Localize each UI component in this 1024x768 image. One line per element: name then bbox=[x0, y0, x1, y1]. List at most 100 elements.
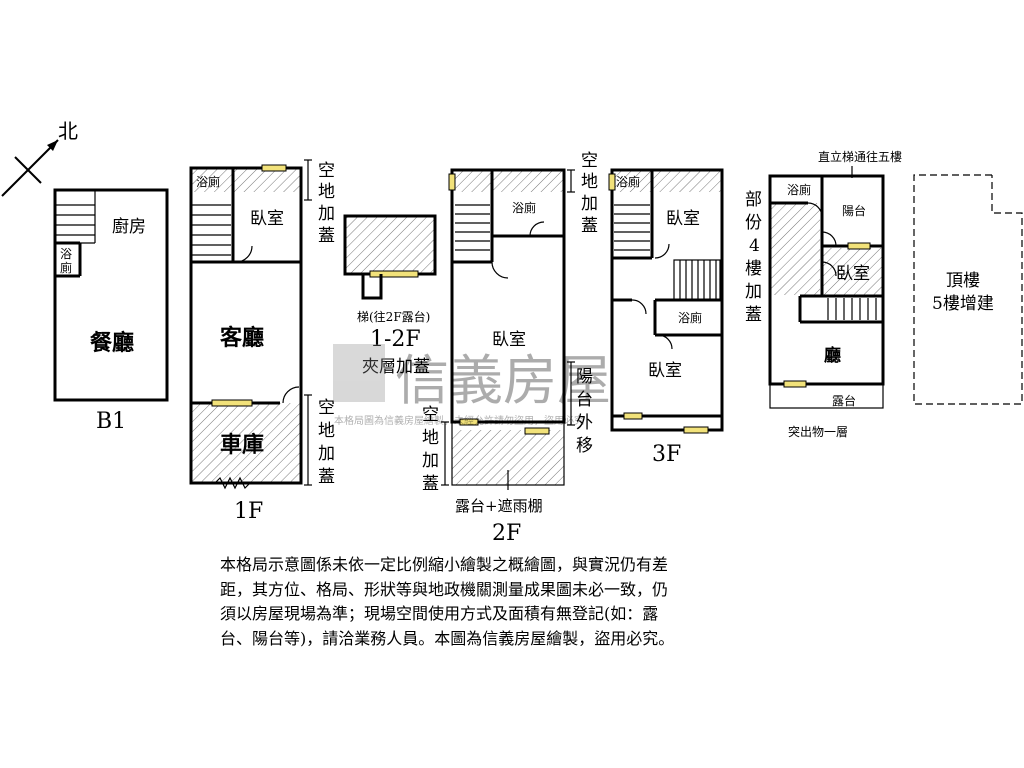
3f-bath-mid-label: 浴廁 bbox=[678, 310, 702, 325]
4f-door-arc-2 bbox=[821, 231, 837, 247]
1f-side-top-3: 蓋 bbox=[318, 226, 335, 246]
3f-window-side bbox=[608, 173, 616, 191]
compass: 北 bbox=[1, 119, 78, 197]
4f-side-partial-1: 份 bbox=[745, 213, 762, 233]
4f-hatched-bedroom bbox=[822, 248, 882, 296]
floor-1f: 浴廁 臥室 客廳 車庫 1F 空 地 加 蓋 空 地 加 蓋 bbox=[189, 159, 335, 524]
mezz-stair-box bbox=[361, 274, 383, 300]
4f-hatched-left bbox=[770, 203, 820, 295]
1f-side-bottom-2: 加 bbox=[318, 444, 335, 464]
floor-2f: 浴廁 臥室 露台+遮雨棚 2F 空 地 加 蓋 空 地 加 蓋 陽 台 外 移 bbox=[422, 151, 598, 546]
watermark-fine-print: 本格局圖為信義房屋繪製，未經允許請勿盜用，盜用必究 bbox=[334, 414, 584, 427]
compass-arrow bbox=[1, 139, 59, 197]
2f-hatched-front bbox=[452, 170, 564, 192]
4f-protrusion-label: 突出物一層 bbox=[788, 424, 848, 439]
3f-stairs-lower bbox=[673, 259, 721, 301]
2f-balcony-moved-0: 陽 bbox=[576, 367, 593, 387]
roof-dashed-outline bbox=[913, 174, 1023, 405]
b1-bath-label-bottom: 廁 bbox=[60, 260, 72, 275]
4f-terrace-outline bbox=[769, 383, 884, 409]
1f-hatched-front bbox=[191, 168, 301, 192]
4f-side-partial-0: 部 bbox=[745, 190, 762, 210]
b1-dining-label: 餐廳 bbox=[90, 330, 134, 356]
mezz-stair-note: 梯(往2F露台) bbox=[357, 309, 430, 324]
2f-door-arc-2 bbox=[491, 261, 509, 279]
1f-garage-hatched bbox=[191, 403, 301, 483]
3f-floor-label: 3F bbox=[652, 442, 681, 467]
3f-window-bottom-right bbox=[683, 426, 709, 434]
floor-b1: 廚房 浴 廁 餐廳 B1 bbox=[53, 188, 169, 434]
2f-window-bottom-left bbox=[459, 418, 479, 426]
watermark: 信義房屋 本格局圖為信義房屋繪製，未經允許請勿盜用，盜用必究 bbox=[333, 344, 611, 427]
1f-bedroom-label: 臥室 bbox=[250, 209, 284, 229]
2f-side-top-3: 蓋 bbox=[581, 216, 598, 236]
1f-gate bbox=[214, 476, 251, 490]
2f-side-left-3: 蓋 bbox=[422, 474, 439, 494]
4f-balcony-label: 陽台 bbox=[842, 203, 866, 218]
3f-stairs-upper bbox=[614, 204, 650, 251]
floor-mezzanine: 梯(往2F露台) 1-2F 夾層加蓋 bbox=[343, 214, 437, 377]
2f-window-side bbox=[448, 173, 456, 191]
1f-living-label: 客廳 bbox=[220, 325, 264, 351]
1f-window-top bbox=[261, 164, 287, 172]
disclaimer-line-2: 距，其方位、格局、形狀等與地政機關測量成果圖未必一致，仍 bbox=[220, 579, 669, 599]
mezz-floor-label: 1-2F bbox=[370, 327, 421, 352]
3f-bath-top-label: 浴廁 bbox=[616, 174, 640, 189]
mezz-sub-label: 夾層加蓋 bbox=[362, 357, 430, 377]
compass-arrowhead bbox=[47, 140, 58, 151]
1f-door-arc-2 bbox=[235, 245, 253, 263]
4f-side-partial-3: 樓 bbox=[745, 259, 762, 279]
compass-cross bbox=[14, 156, 42, 184]
b1-floor-label: B1 bbox=[96, 409, 126, 434]
1f-side-bottom-0: 空 bbox=[318, 398, 335, 418]
2f-window-bottom-right bbox=[524, 427, 550, 435]
mezz-window bbox=[369, 270, 419, 278]
2f-side-left-1: 地 bbox=[422, 428, 439, 448]
b1-kitchen-label: 廚房 bbox=[112, 216, 146, 237]
disclaimer-line-1: 本格局示意圖係未依一定比例縮小繪製之概繪圖，與實況仍有差 bbox=[220, 555, 669, 574]
4f-elevator-note: 直立梯通往五樓 bbox=[818, 149, 902, 164]
2f-side-left-0: 空 bbox=[422, 405, 439, 425]
3f-door-arc-2 bbox=[631, 299, 647, 315]
2f-side-top-1: 地 bbox=[581, 172, 598, 192]
b1-bath-label-top: 浴 bbox=[60, 247, 72, 261]
mezz-hatched bbox=[345, 216, 435, 274]
1f-door-arc bbox=[282, 386, 300, 404]
b1-stairs bbox=[55, 190, 96, 244]
1f-stairs bbox=[191, 204, 231, 256]
1f-bath-label: 浴廁 bbox=[196, 174, 220, 189]
3f-bedroom-bottom-label: 臥室 bbox=[648, 361, 682, 381]
4f-hall-label: 廳 bbox=[824, 345, 841, 366]
2f-terrace-label: 露台+遮雨棚 bbox=[455, 497, 543, 515]
3f-window-bottom-left bbox=[623, 412, 643, 420]
1f-outline bbox=[189, 166, 303, 485]
3f-door-arc-3 bbox=[657, 334, 673, 350]
floor-3f: 浴廁 臥室 浴廁 臥室 3F bbox=[608, 168, 724, 467]
2f-balcony-moved-2: 外 bbox=[576, 413, 593, 433]
4f-window-bedroom bbox=[847, 242, 871, 250]
4f-bedroom-label: 臥室 bbox=[836, 264, 870, 284]
4f-window-hall bbox=[783, 380, 807, 388]
1f-side-bottom-3: 蓋 bbox=[318, 467, 335, 487]
floor-4f: 直立梯通往五樓 浴廁 陽台 臥室 廳 露台 突出物一層 部 份 bbox=[745, 149, 902, 439]
disclaimer-line-4: 台、陽台等)，請洽業務人員。本圖為信義房屋繪製，盜用必究。 bbox=[220, 628, 675, 648]
3f-door-arc-1 bbox=[654, 243, 670, 259]
roof-addition: 頂樓 5樓增建 bbox=[913, 174, 1023, 405]
disclaimer-line-3: 須以房屋現場為準；現場空間使用方式及面積有無登記(如：露 bbox=[220, 604, 659, 623]
2f-floor-label: 2F bbox=[492, 521, 521, 546]
2f-door-arc bbox=[529, 221, 545, 237]
2f-balcony-moved-3: 移 bbox=[576, 436, 593, 456]
1f-side-top-0: 空 bbox=[318, 161, 335, 181]
4f-terrace-label: 露台 bbox=[832, 393, 856, 408]
1f-side-top-1: 地 bbox=[318, 182, 335, 202]
2f-side-top-2: 加 bbox=[581, 194, 598, 214]
1f-side-bottom-1: 地 bbox=[318, 421, 335, 441]
compass-north-label: 北 bbox=[58, 119, 78, 143]
4f-side-partial-5: 蓋 bbox=[745, 305, 762, 325]
1f-window-mid bbox=[211, 399, 253, 407]
1f-side-top-2: 加 bbox=[318, 204, 335, 224]
1f-garage-label: 車庫 bbox=[220, 432, 264, 458]
b1-outline bbox=[53, 188, 169, 402]
watermark-brand: 信義房屋 bbox=[395, 349, 611, 412]
